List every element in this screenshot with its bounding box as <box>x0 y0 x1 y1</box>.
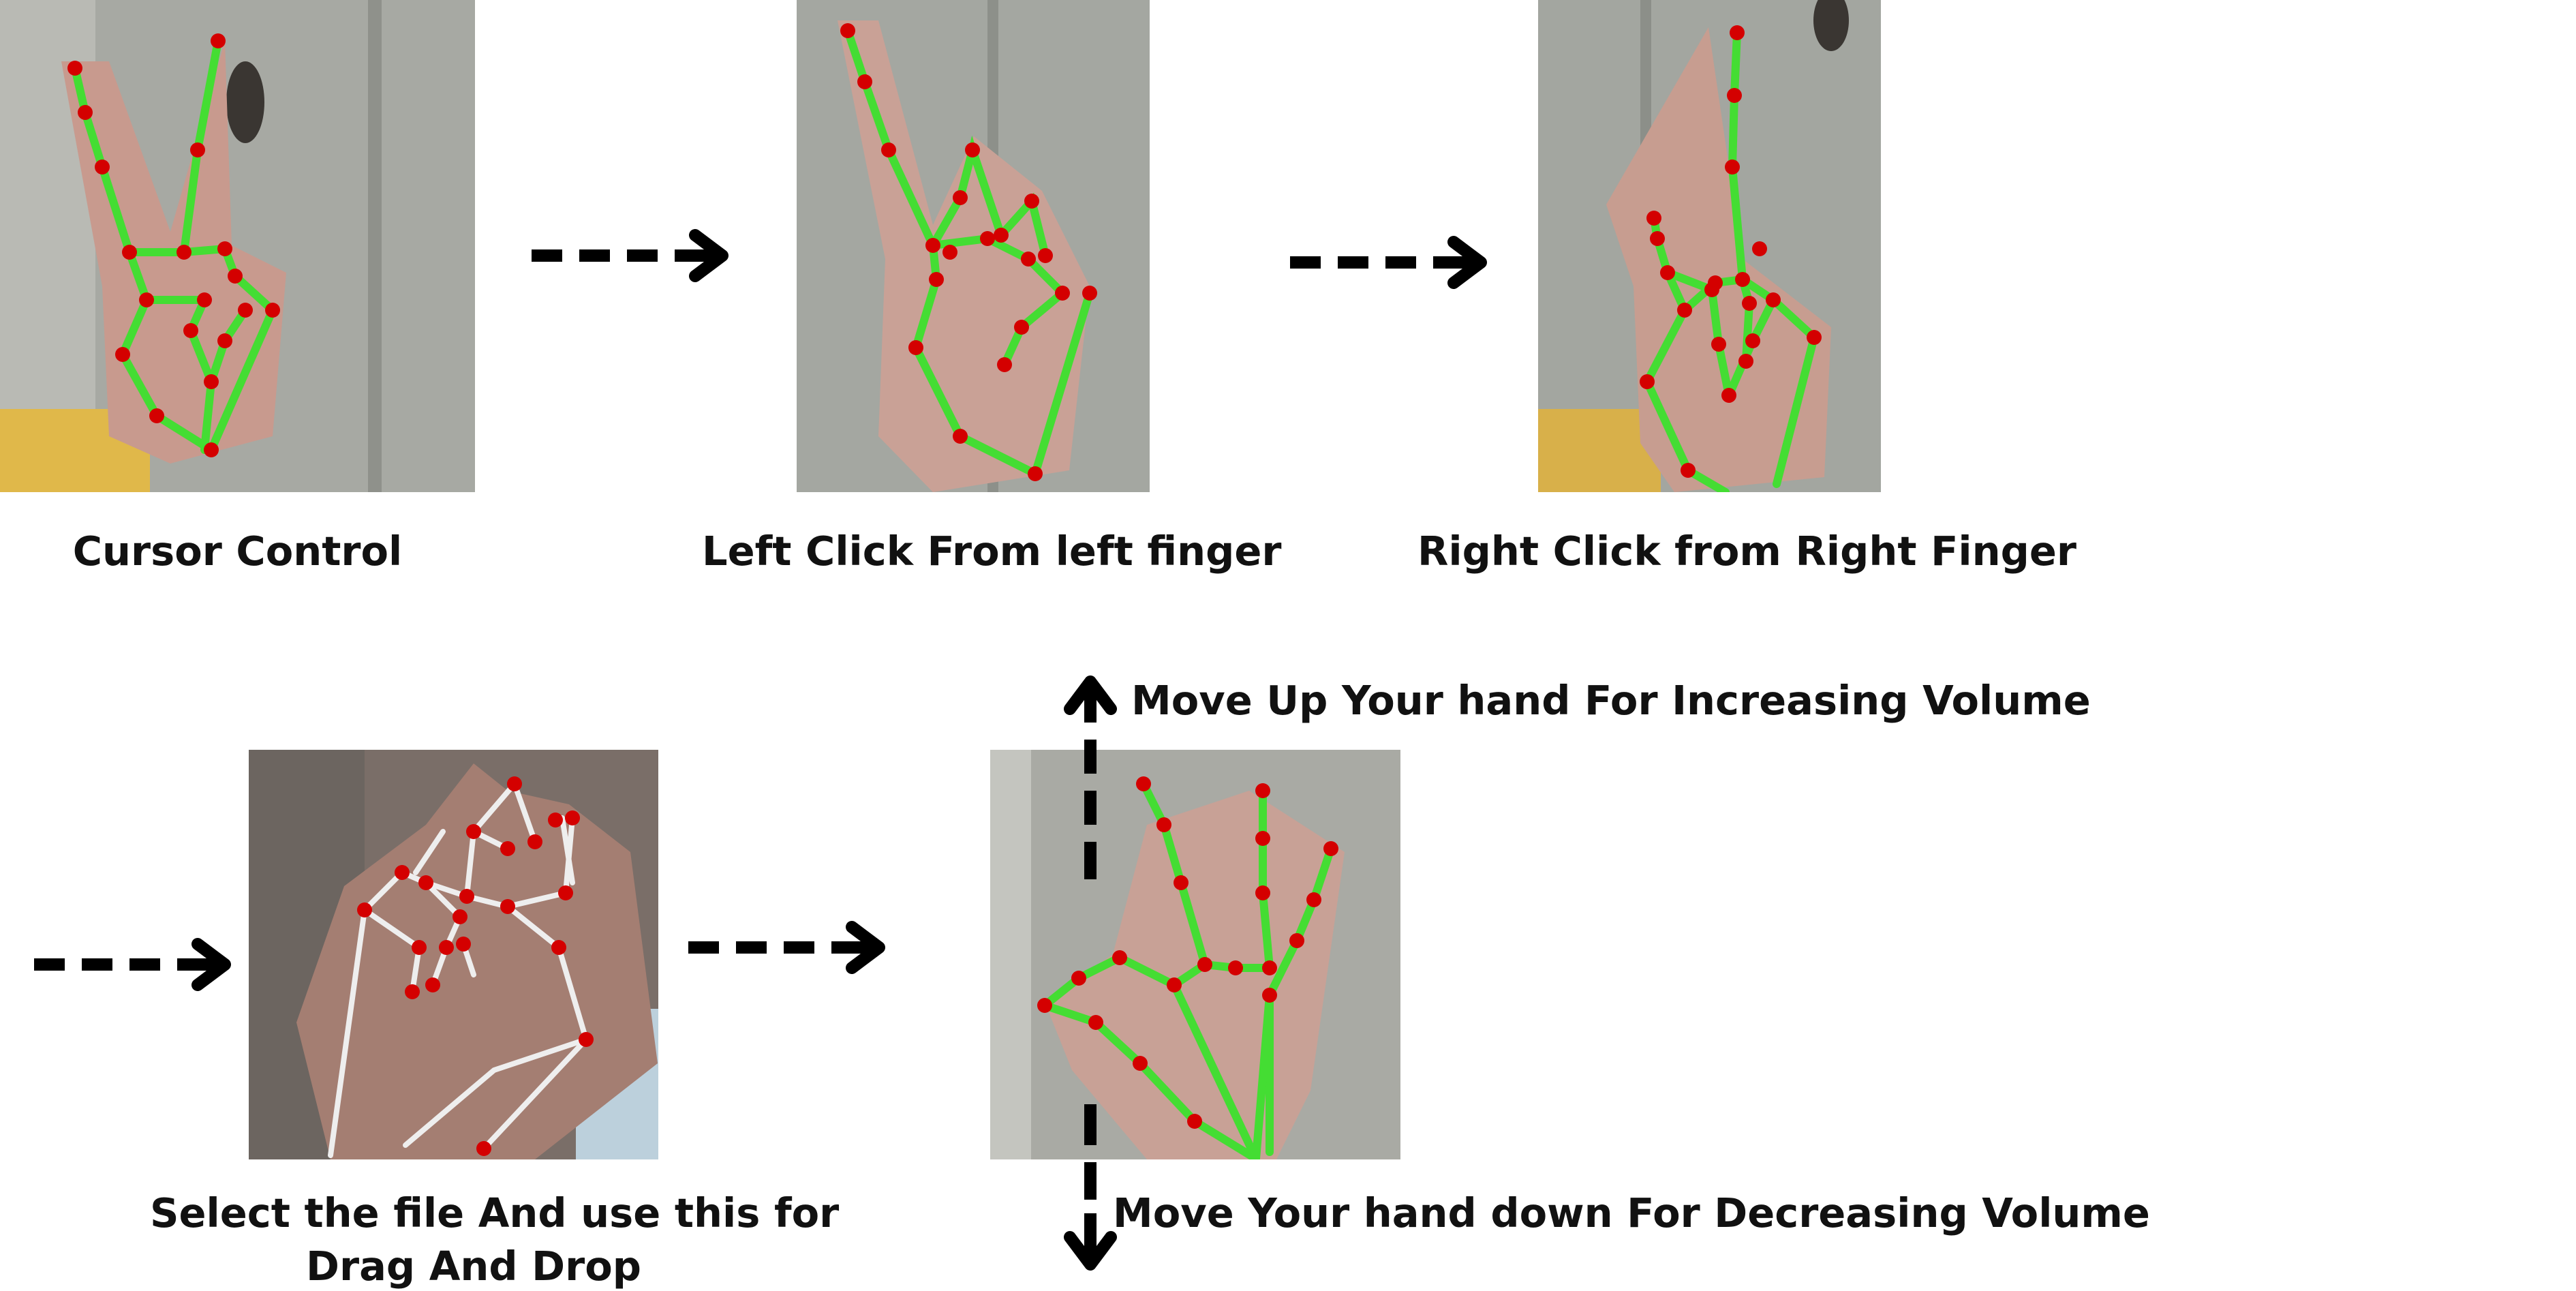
arrow-up-down-icon <box>1064 675 1117 1271</box>
drag-drop-caption-line1: Select the file And use this for <box>150 1189 840 1236</box>
volume-up-caption: Move Up Your hand For Increasing Volume <box>1131 677 2091 724</box>
cursor-control-photo <box>0 0 475 492</box>
volume-down-caption: Move Your hand down For Decreasing Volum… <box>1113 1189 2150 1236</box>
left-click-photo <box>797 0 1150 492</box>
right-click-caption: Right Click from Right Finger <box>1417 528 2076 575</box>
arrow-right-icon <box>34 938 231 991</box>
arrow-right-icon <box>688 921 885 974</box>
drag-drop-photo <box>249 750 658 1159</box>
arrow-right-icon <box>532 229 729 282</box>
left-click-caption: Left Click From left finger <box>702 528 1282 575</box>
volume-photo <box>990 750 1400 1159</box>
right-click-photo <box>1538 0 1881 492</box>
drag-drop-caption-line2: Drag And Drop <box>306 1243 641 1290</box>
cursor-control-caption: Cursor Control <box>72 528 403 575</box>
arrow-right-icon <box>1290 236 1487 289</box>
